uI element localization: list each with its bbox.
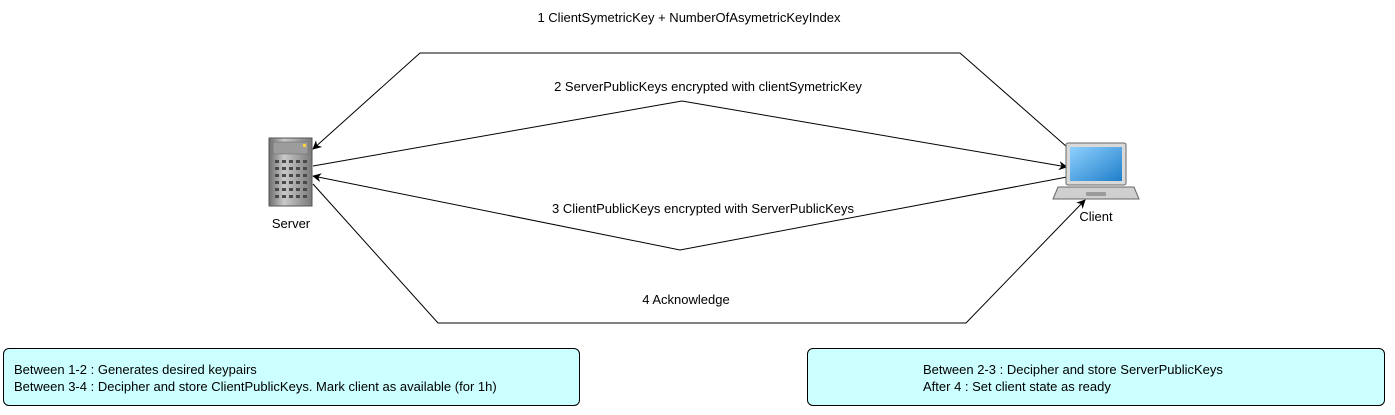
edge-message-4	[312, 183, 1086, 324]
server-label: Server	[272, 216, 311, 231]
server-tower-icon	[268, 137, 313, 207]
edge-message-2	[312, 100, 1068, 171]
client-note-line: After 4 : Set client state as ready	[923, 379, 1111, 394]
message-4-label: 4 Acknowledge	[642, 292, 729, 307]
client-note-line: Between 2-3 : Decipher and store ServerP…	[923, 362, 1223, 377]
message-1-label: 1 ClientSymetricKey + NumberOfAsymetricK…	[537, 10, 841, 25]
message-3-label: 3 ClientPublicKeys encrypted with Server…	[552, 201, 855, 216]
server-note-line: Between 1-2 : Generates desired keypairs	[14, 362, 257, 377]
client-notes-box: Between 2-3 : Decipher and store ServerP…	[807, 348, 1385, 406]
client-node: Client	[1052, 142, 1140, 224]
edge-message-3	[312, 173, 1068, 251]
client-label: Client	[1079, 209, 1113, 224]
message-2-label: 2 ServerPublicKeys encrypted with client…	[554, 79, 862, 94]
laptop-icon	[1052, 142, 1140, 200]
edge-message-1	[312, 52, 1068, 150]
server-note-line: Between 3-4 : Decipher and store ClientP…	[14, 379, 497, 394]
server-node: Server	[268, 137, 313, 231]
server-notes-box: Between 1-2 : Generates desired keypairs…	[3, 348, 580, 406]
